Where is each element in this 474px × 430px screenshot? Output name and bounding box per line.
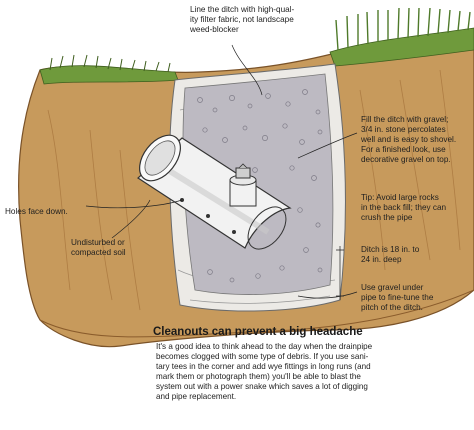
drain-pipe <box>137 134 292 250</box>
caption-body: It's a good idea to think ahead to the d… <box>156 342 373 402</box>
leader-pitch <box>297 291 358 299</box>
grass-blades-right <box>335 7 471 51</box>
pipe-hole <box>232 230 236 234</box>
caption-title: Cleanouts can prevent a big headache <box>153 326 363 338</box>
leader-soil <box>111 199 151 239</box>
callout-backfill-tip: Tip: Avoid large rocks in the back fill;… <box>361 193 447 222</box>
callout-soil: Undisturbed or compacted soil <box>71 238 126 257</box>
grass-right <box>329 27 474 67</box>
leader-holes <box>85 199 183 209</box>
callout-gravel: Fill the ditch with gravel; 3/4 in. ston… <box>361 115 457 164</box>
callout-holes: Holes face down. <box>5 207 68 216</box>
gravel-fill <box>182 73 334 295</box>
cleanout-riser <box>229 163 257 207</box>
leader-gravel <box>297 132 358 159</box>
leader-filter-fabric <box>231 44 263 96</box>
callout-filter-fabric: Line the ditch with high-qual- ity filte… <box>190 5 295 34</box>
callout-depth: Ditch is 18 in. to 24 in. deep <box>361 245 420 264</box>
callout-pitch: Use gravel under pipe to fine-tune the p… <box>361 283 434 312</box>
grass-blades-left <box>49 54 171 73</box>
pipe-hole <box>206 214 210 218</box>
leader-lines <box>85 44 358 300</box>
soil-lower-edge <box>39 289 474 338</box>
soil-shading <box>47 69 461 311</box>
